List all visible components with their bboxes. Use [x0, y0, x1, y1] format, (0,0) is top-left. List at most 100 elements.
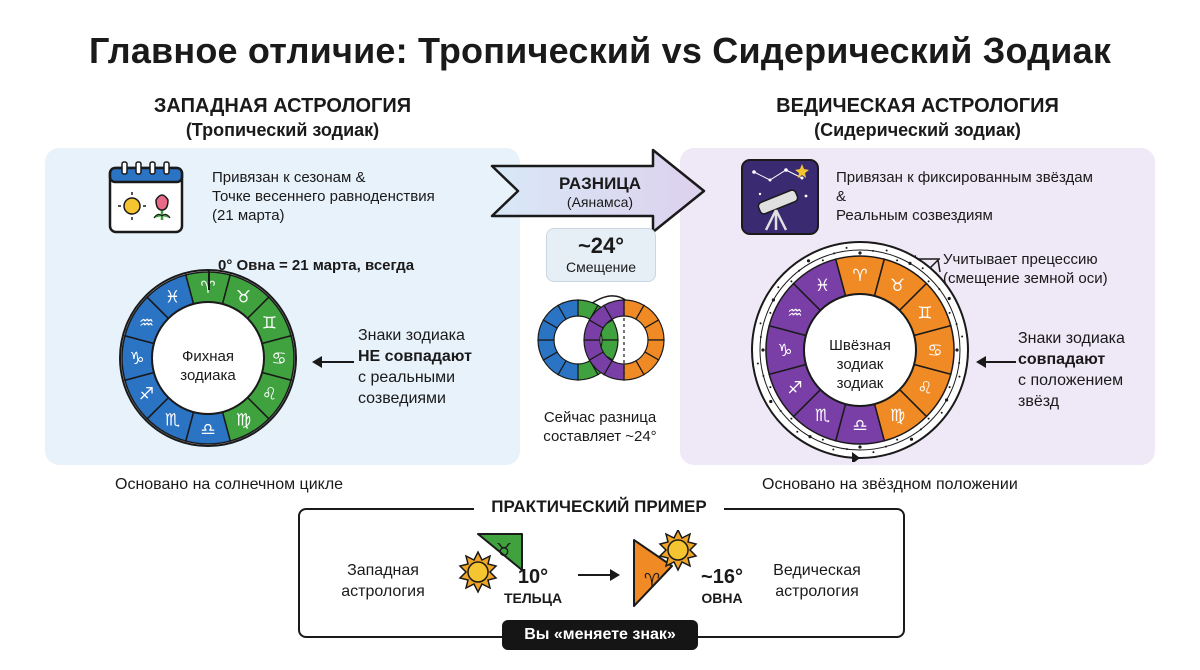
western-sign-glyph: ♓	[165, 288, 180, 307]
constellation-star	[858, 251, 862, 255]
vedic-sign-glyph: ♍	[890, 406, 905, 425]
example-vedic-label: Ведическая астрология	[773, 562, 861, 600]
constellation-star	[796, 430, 799, 433]
constellation-star	[884, 445, 887, 448]
constellation-star	[777, 286, 780, 289]
constellation-star	[927, 417, 930, 420]
vedic-heading: ВЕДИЧЕСКАЯ АСТРОЛОГИЯ	[776, 95, 1059, 117]
constellation-star	[948, 386, 951, 389]
western-wheel-center-label: Фихная зодиака	[180, 348, 236, 384]
vedic-sign-glyph: ♐	[787, 379, 802, 398]
constellation-star	[919, 428, 922, 431]
constellation-star	[808, 435, 812, 439]
constellation-star	[938, 288, 941, 291]
western-wheel-label: 0° Овна = 21 марта, всегда	[218, 257, 415, 274]
western-subheading: (Тропический зодиак)	[185, 120, 380, 140]
western-heading: ЗАПАДНАЯ АСТРОЛОГИЯ	[153, 95, 412, 117]
constellation-star	[921, 267, 924, 270]
constellation-star	[858, 445, 862, 449]
page-title: Главное отличие: Тропический vs Сидериче…	[88, 30, 1112, 71]
vedic-subheading: (Сидерический зодиак)	[814, 120, 1021, 140]
constellation-star	[832, 448, 835, 451]
shift-value: ~24°	[577, 233, 625, 258]
western-binding-text: Привязан к сезонам & Точке весеннего рав…	[212, 169, 435, 224]
constellation-star	[947, 296, 951, 301]
constellation-star	[821, 259, 824, 262]
constellation-star	[798, 269, 801, 272]
vedic-wheel-center-label: Швёзная зодиак зодиак	[829, 337, 891, 392]
constellation-star	[908, 261, 912, 265]
constellation-star	[872, 451, 875, 454]
constellation-star	[769, 399, 773, 404]
western-note-line2: НЕ совпадают	[358, 348, 472, 365]
western-sign-glyph: ♑	[129, 349, 144, 368]
constellation-star	[790, 280, 793, 283]
telescope-stars-icon	[741, 159, 819, 235]
change-sign-badge: Вы «меняете знак»	[502, 620, 698, 650]
constellation-star	[955, 323, 958, 326]
western-note: Знаки зодиака НЕ совпадают с реальными с…	[358, 325, 508, 409]
arrow-left-icon	[312, 356, 354, 368]
vedic-note-line2: совпадают	[1018, 351, 1106, 368]
vedic-sign-glyph: ♓	[815, 276, 830, 295]
svg-text:♉: ♉	[496, 540, 512, 560]
vedic-sign-glyph: ♉	[890, 276, 905, 295]
sidereal-ring-segment	[603, 299, 625, 321]
sun-in-aries-icon: ♈	[633, 530, 698, 607]
vedic-binding-text: Привязан к фиксированным звёздам & Реаль…	[836, 169, 1093, 224]
constellation-star	[885, 249, 888, 252]
constellation-star	[958, 362, 961, 365]
western-sign-glyph: ♒	[139, 314, 154, 333]
vedic-note: Знаки зодиака совпадают с положением звё…	[1018, 328, 1158, 412]
constellation-star	[779, 409, 782, 412]
western-sign-glyph: ♋	[271, 349, 286, 368]
constellation-star	[790, 417, 793, 420]
western-sign-glyph: ♍	[236, 410, 251, 429]
constellation-star	[940, 411, 943, 414]
vedic-note-line3: с положением звёзд	[1018, 372, 1124, 410]
vedic-sign-glyph: ♋	[927, 341, 942, 360]
constellation-star	[945, 398, 949, 402]
western-footer: Основано на солнечном цикле	[115, 476, 344, 493]
practical-example-title: ПРАКТИЧЕСКИЙ ПРИМЕР	[474, 497, 724, 517]
example-vedic-sign: ОВНА	[701, 590, 743, 606]
wheel-pointer-line	[208, 270, 210, 290]
western-sign-glyph: ♊	[262, 314, 277, 333]
constellation-star	[927, 280, 930, 283]
western-sign-glyph: ♉	[236, 288, 251, 307]
constellation-star	[896, 259, 899, 262]
constellation-star	[845, 448, 848, 451]
constellation-star	[948, 311, 951, 314]
shift-label: Смещение	[565, 259, 636, 275]
western-sign-glyph: ♎	[200, 420, 215, 439]
constellation-star	[821, 438, 824, 441]
vedic-sign-glyph: ♑	[777, 341, 792, 360]
sun-in-taurus-icon: ♉	[458, 533, 523, 594]
western-note-line3: с реальными созведиями	[358, 369, 456, 407]
vedic-sign-glyph: ♈	[852, 266, 867, 285]
precession-note: Учитывает прецессию (смещение земной оси…	[943, 251, 1108, 287]
example-western-value: 10°	[517, 566, 549, 588]
difference-subtitle: (Аянамса)	[566, 194, 634, 210]
vedic-sign-glyph: ♏	[815, 406, 830, 425]
constellation-star	[761, 348, 765, 352]
example-western-label: Западная астрология	[341, 562, 425, 600]
constellation-star	[833, 252, 836, 255]
constellation-star	[806, 259, 811, 263]
constellation-star	[771, 298, 775, 302]
constellation-star	[762, 374, 765, 377]
arrow-right-icon	[578, 569, 620, 581]
difference-title: РАЗНИЦА	[559, 174, 641, 193]
vedic-footer: Основано на звёздном положении	[762, 476, 1018, 493]
constellation-star	[955, 348, 959, 352]
vedic-sign-glyph: ♎	[852, 416, 867, 435]
vedic-sign-glyph: ♌	[917, 379, 932, 398]
svg-text:♈: ♈	[644, 570, 660, 590]
constellation-star	[958, 375, 961, 378]
constellation-star	[845, 246, 848, 249]
constellation-star	[759, 322, 762, 325]
constellation-star	[759, 335, 762, 338]
constellation-star	[961, 335, 964, 338]
difference-note: Сейчас разница составляет ~24°	[543, 409, 657, 445]
constellation-star	[769, 311, 772, 314]
